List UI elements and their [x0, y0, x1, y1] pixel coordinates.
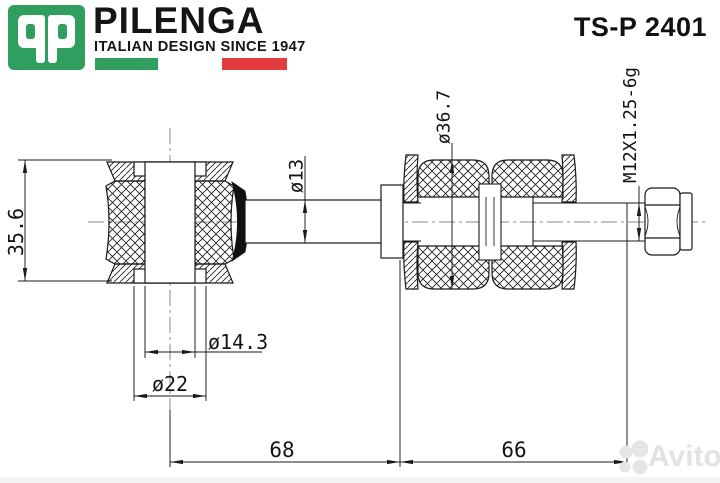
- bushing-2-rubber-top: [491, 159, 564, 198]
- shaft: [244, 199, 384, 244]
- qp-monogram-icon: [8, 5, 85, 70]
- flange-plate: [380, 184, 404, 259]
- part-number: TS-P 2401: [573, 12, 707, 42]
- avito-circles-icon: [619, 440, 649, 475]
- dim-bushing-diameter: ø36.7: [433, 90, 454, 144]
- pilenga-logo-icon: [8, 5, 85, 70]
- dim-shaft-diameter: ø13: [286, 159, 308, 193]
- flag-red-segment: [222, 58, 287, 70]
- threaded-rod: [533, 202, 645, 242]
- cup-washer-2-top: [561, 154, 577, 203]
- watermark-text: Avito: [648, 440, 720, 473]
- avito-watermark: Avito: [612, 438, 720, 482]
- inner-sleeve: [144, 161, 196, 284]
- cup-washer-2-bottom: [561, 241, 577, 290]
- dim-length-left: 68: [269, 438, 294, 462]
- flag-green-segment: [95, 58, 158, 70]
- dim-thread-spec: M12X1.25-6g: [621, 67, 641, 183]
- bushing-1-rubber-top: [417, 159, 490, 198]
- nut-collar: [679, 192, 693, 251]
- dimension-labels: 35.6 ø13 ø36.7 M12X1.25-6g ø14.3 ø22 68 …: [4, 67, 641, 462]
- bushing-1-rubber-bottom: [417, 245, 490, 290]
- dim-length-right: 66: [501, 438, 526, 462]
- left-bushing-rubber-left: [105, 180, 146, 265]
- photo-edge-strip: [0, 477, 720, 483]
- sleeve-center-flange: [478, 183, 502, 261]
- cup-washer-1-bottom: [403, 241, 419, 290]
- cup-washer-1-top: [403, 154, 419, 203]
- italian-flag-bar: [95, 58, 287, 70]
- brand-tagline: ITALIAN DESIGN SINCE 1947: [94, 39, 306, 55]
- hex-nut: [644, 187, 693, 256]
- dimension-lines: [18, 143, 642, 467]
- dim-lip-diameter: ø22: [152, 372, 188, 396]
- dim-inner-diameter: ø14.3: [208, 330, 268, 354]
- spacer-sleeve: [403, 196, 534, 247]
- dim-sleeve-height: 35.6: [4, 208, 28, 256]
- flag-white-segment: [158, 58, 222, 70]
- left-bushing-assembly: [105, 161, 384, 284]
- left-bushing-rubber-right: [194, 180, 235, 265]
- brand-name: PILENGA: [93, 0, 265, 41]
- bushing-2-rubber-bottom: [491, 245, 564, 290]
